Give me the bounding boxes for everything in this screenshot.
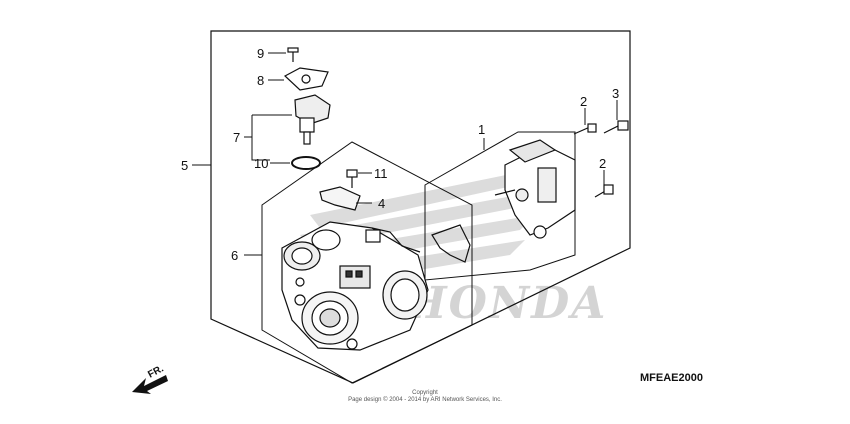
leader-lines <box>192 52 618 256</box>
copyright-line-1: Copyright <box>412 390 438 396</box>
copyright-notice: Copyright Page design © 2004 - 2014 by A… <box>300 390 550 404</box>
callout-4: 4 <box>378 196 385 211</box>
callout-7: 7 <box>233 130 240 145</box>
callout-2-lower: 2 <box>599 156 606 171</box>
screw-2-lower <box>594 184 614 198</box>
throttle-body-frame <box>261 141 473 384</box>
sensor-7 <box>294 94 331 145</box>
callout-9: 9 <box>257 46 264 61</box>
gasket-8 <box>283 67 329 91</box>
callout-5: 5 <box>181 158 188 173</box>
callout-8: 8 <box>257 73 264 88</box>
callout-10: 10 <box>254 156 268 171</box>
honda-watermark-text: HONDA <box>403 278 607 329</box>
screw-9 <box>287 47 299 62</box>
throttle-body <box>281 221 429 351</box>
screw-2-upper <box>573 123 597 135</box>
callout-6: 6 <box>231 248 238 263</box>
copyright-line-2: Page design © 2004 - 2014 by ARI Network… <box>348 397 502 403</box>
assembly-frame <box>210 30 631 384</box>
sensor-gasket <box>431 224 471 263</box>
callout-1: 1 <box>478 122 485 137</box>
callout-3: 3 <box>612 86 619 101</box>
bolt-11 <box>346 169 358 188</box>
callout-11: 11 <box>374 166 388 181</box>
callout-2-upper: 2 <box>580 94 587 109</box>
throttle-sensor-unit <box>494 139 576 239</box>
bracket-4 <box>319 186 361 211</box>
front-arrow-icon: FR. <box>132 363 168 394</box>
diagram-code: MFEAE2000 <box>640 372 703 384</box>
o-ring-10 <box>291 156 321 170</box>
screw-3 <box>603 120 629 134</box>
